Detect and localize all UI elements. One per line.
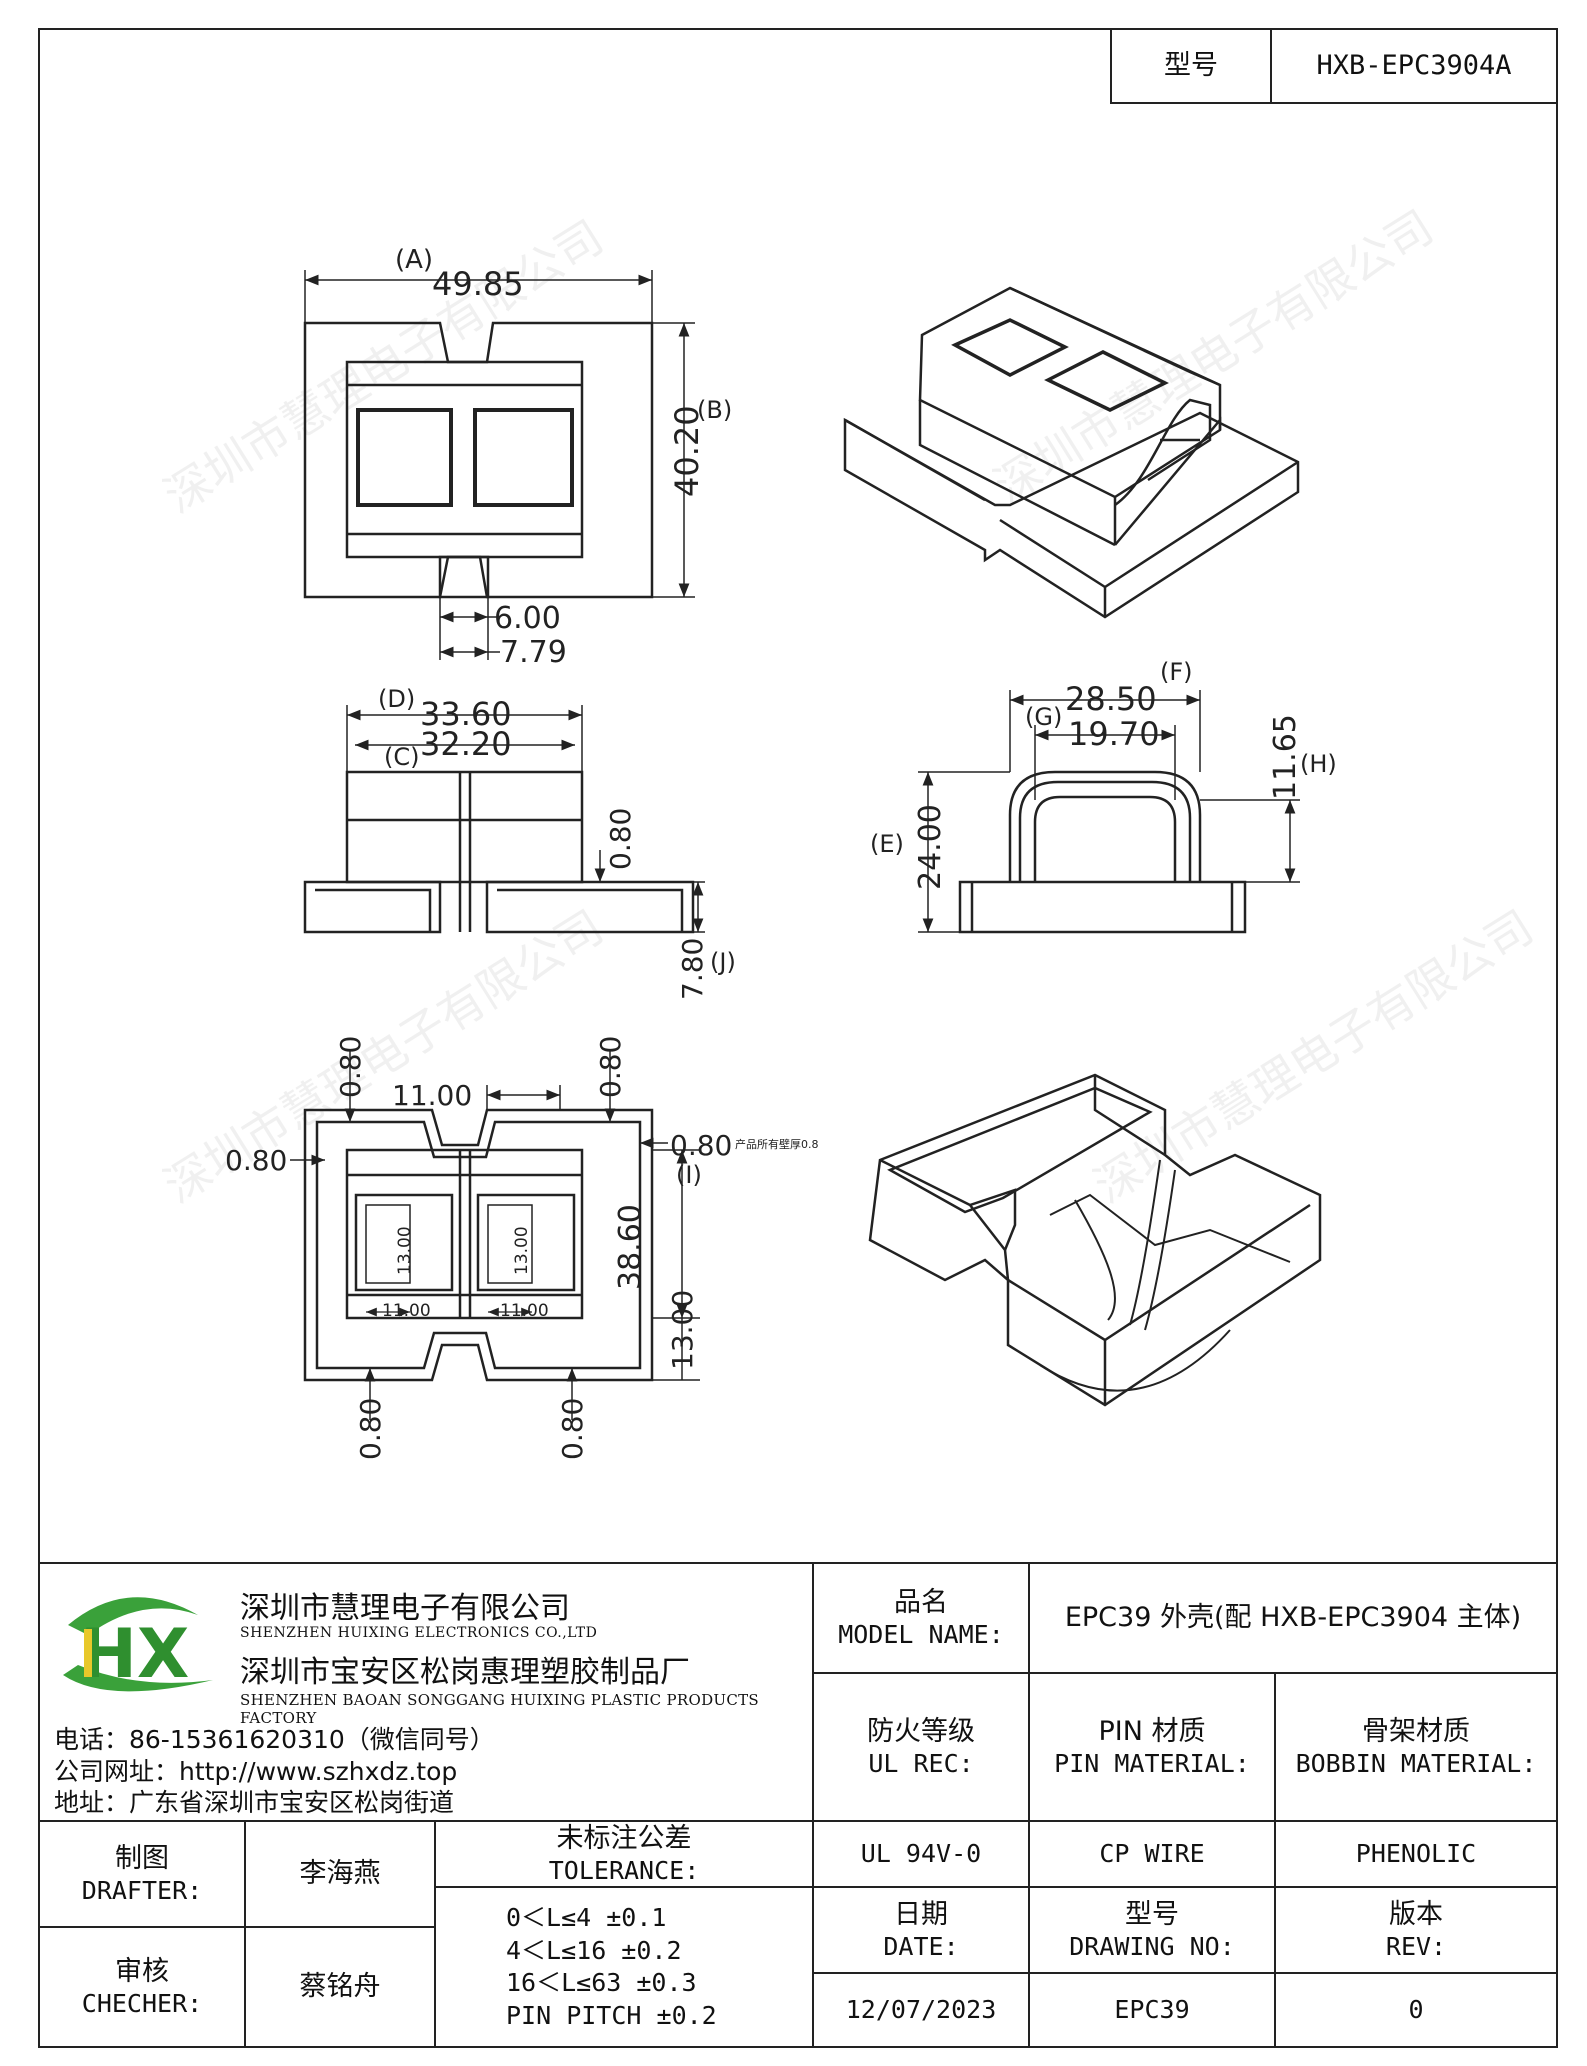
iso-view-bottom	[868, 1073, 1322, 1407]
dim-window-w2: 11.00	[500, 1301, 549, 1321]
dim-0-80-b2: 0.80	[594, 1036, 627, 1098]
dim-I-label: (I)	[676, 1161, 702, 1189]
dim-A: 49.85	[432, 265, 524, 303]
dim-G-label: (G)	[1025, 703, 1062, 731]
logo-text: HX	[80, 1615, 189, 1694]
dim-D: 33.60	[420, 695, 512, 733]
dim-11-top: 11.00	[392, 1079, 472, 1112]
dim-0-80-b5: 0.80	[354, 1398, 387, 1460]
dim-E-label: (E)	[870, 830, 904, 858]
dim-C: 32.20	[420, 725, 512, 763]
dim-0-80-b1: 0.80	[334, 1036, 367, 1098]
drawing-no-value: EPC39	[1028, 1972, 1276, 2048]
front-view	[303, 705, 705, 934]
factory-name-cn: 深圳市宝安区松岗惠理塑胶制品厂	[240, 1655, 690, 1690]
title-block-top-border	[38, 1562, 1558, 1564]
dim-0-80-b3: 0.80	[670, 1129, 732, 1162]
dim-0-80-b4: 0.80	[225, 1144, 287, 1177]
technical-drawing: (A) 49.85 (B) 40.20 6.00 7.79	[225, 245, 1337, 1460]
bottom-view	[290, 1050, 700, 1420]
dim-window-w1: 11.00	[382, 1301, 431, 1321]
rev-value: 0	[1274, 1972, 1558, 2048]
dim-F-label: (F)	[1160, 658, 1193, 686]
bobbin-material-value: PHENOLIC	[1274, 1820, 1558, 1888]
dim-J-label: (J)	[710, 948, 736, 976]
company-block: HX 深圳市慧理电子有限公司 SHENZHEN HUIXING ELECTRON…	[40, 1565, 812, 1820]
dim-window-h2: 13.00	[512, 1226, 532, 1275]
ul-rec-value: UL 94V-0	[812, 1820, 1030, 1888]
dim-F: 28.50	[1065, 680, 1157, 718]
date-value: 12/07/2023	[812, 1972, 1030, 2048]
dim-B: 40.20	[668, 405, 706, 497]
tolerance-row: 16＜L≤63 ±0.3	[506, 1968, 697, 1997]
company-name-cn: 深圳市慧理电子有限公司	[240, 1591, 570, 1626]
tolerance-row: PIN PITCH ±0.2	[506, 2000, 717, 2030]
tolerance-values: 0＜L≤4 ±0.1 4＜L≤16 ±0.2 16＜L≤63 ±0.3 PIN …	[434, 1886, 814, 2048]
checker-value: 蔡铭舟	[244, 1926, 436, 2048]
dim-D-label: (D)	[378, 685, 415, 713]
company-website: 公司网址：http://www.szhxdz.top	[54, 1757, 458, 1786]
dim-13: 13.00	[666, 1290, 699, 1370]
drafter-value: 李海燕	[244, 1820, 436, 1928]
dim-B-label: (B)	[697, 396, 732, 424]
pin-material-value: CP WIRE	[1028, 1820, 1276, 1888]
header-model-value: HXB-EPC3904A	[1270, 28, 1558, 104]
tolerance-row: 4＜L≤16 ±0.2	[506, 1935, 682, 1965]
dim-H-label: (H)	[1300, 750, 1337, 778]
factory-name-en: SHENZHEN BAOAN SONGGANG HUIXING PLASTIC …	[240, 1691, 760, 1727]
side-view	[918, 690, 1300, 934]
top-view	[303, 270, 695, 660]
wall-thickness-note: 产品所有壁厚0.8	[735, 1137, 819, 1151]
dim-window-h1: 13.00	[395, 1226, 415, 1275]
company-logo: HX	[63, 1597, 213, 1694]
dim-C-label: (C)	[384, 743, 419, 771]
header-model-label: 型号	[1110, 28, 1272, 104]
dim-0-80-front: 0.80	[604, 808, 637, 870]
model-name-value: EPC39 外壳(配 HXB-EPC3904 主体)	[1028, 1562, 1558, 1674]
dim-A-label: (A)	[395, 245, 433, 275]
company-address: 地址：广东省深圳市宝安区松岗街道	[54, 1788, 455, 1817]
dim-J: 7.80	[676, 938, 709, 1000]
dim-E: 24.00	[913, 804, 948, 890]
dim-0-80-b6: 0.80	[556, 1398, 589, 1460]
tolerance-row: 0＜L≤4 ±0.1	[506, 1903, 667, 1932]
dim-G: 19.70	[1068, 715, 1160, 753]
dim-7-79: 7.79	[500, 635, 567, 670]
dim-H: 11.65	[1268, 714, 1303, 800]
dim-I: 38.60	[613, 1204, 648, 1290]
company-phone: 电话：86-15361620310（微信同号）	[54, 1725, 495, 1754]
company-name-en: SHENZHEN HUIXING ELECTRONICS CO.,LTD	[240, 1625, 598, 1641]
dim-6: 6.00	[494, 601, 561, 636]
iso-view-top	[843, 286, 1300, 619]
